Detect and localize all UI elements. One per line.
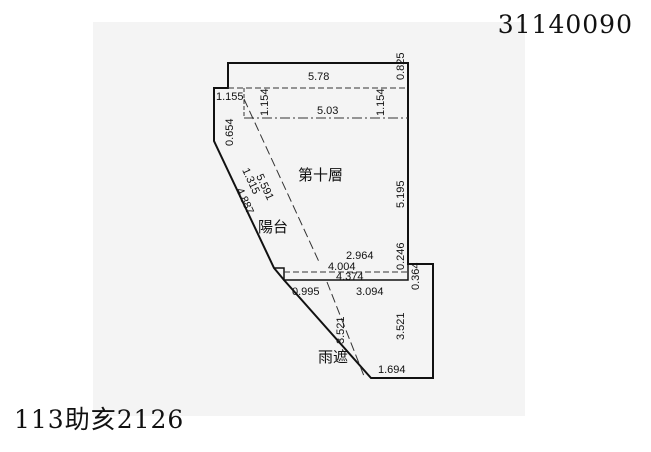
dim-inner-width: 5.03 <box>317 105 338 117</box>
dim-step-height: 0.246 <box>395 242 407 270</box>
dim-right-step: 0.364 <box>410 262 422 290</box>
dim-canopy-diagonal: 3.521 <box>335 316 347 344</box>
dim-right-height: 5.195 <box>395 180 407 208</box>
document-number: 31140090 <box>497 10 633 39</box>
floor-outline <box>213 62 434 379</box>
dim-left-upper: 1.155 <box>216 91 244 103</box>
dim-step-width: 2.964 <box>346 250 374 262</box>
dim-top-width: 5.78 <box>308 71 329 83</box>
dim-inner-left-vertical: 1.154 <box>259 88 271 116</box>
dim-left-slant-short: 0.654 <box>224 118 236 146</box>
dim-mid-width-2: 4.374 <box>336 271 364 283</box>
canopy-boundary-dashed <box>326 281 365 377</box>
case-number: 113助亥2126 <box>14 405 185 434</box>
balcony-boundary-dashed <box>243 98 321 265</box>
dim-canopy-right: 3.521 <box>395 312 407 340</box>
room-label-canopy: 雨遮 <box>318 348 348 366</box>
dim-mid-width-1: 4.004 <box>328 261 356 273</box>
dim-top-right-offset: 0.825 <box>395 52 407 80</box>
room-label-balcony: 陽台 <box>258 218 288 236</box>
dim-bottom-width: 1.694 <box>378 364 406 376</box>
dim-lower-width: 3.094 <box>356 286 384 298</box>
step-outline <box>274 264 409 281</box>
dim-lower-left: 0.995 <box>292 286 320 298</box>
room-label-main-floor: 第十層 <box>298 166 343 184</box>
dim-inner-right-vertical: 1.154 <box>375 88 387 116</box>
